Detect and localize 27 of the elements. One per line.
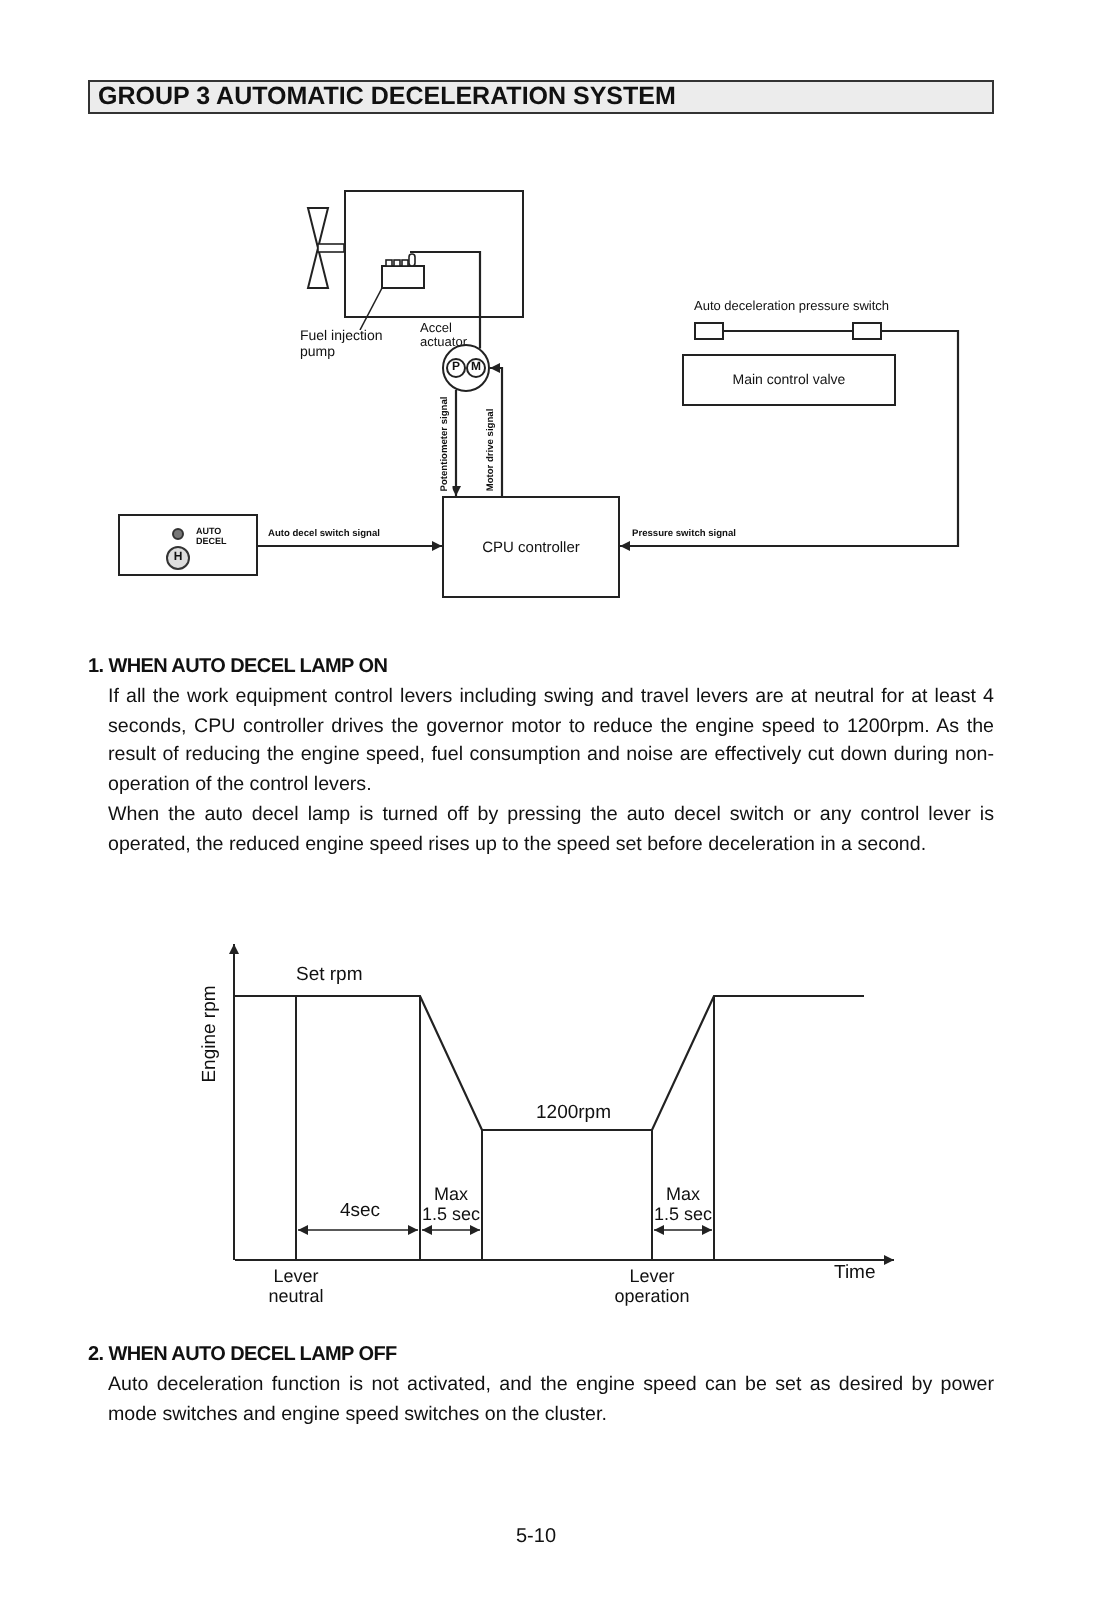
engine-outline <box>344 190 524 318</box>
connector-line <box>724 329 852 333</box>
pressure-switch <box>694 322 724 340</box>
section-heading: 2. WHEN AUTO DECEL LAMP OFF <box>88 1344 397 1366</box>
leader-line <box>359 287 383 331</box>
axis-label: Time <box>834 1262 876 1284</box>
pressure-switch <box>852 322 882 340</box>
section-title: GROUP 3 AUTOMATIC DECELERATION SYSTEM <box>88 80 994 114</box>
axis-label: Engine rpm <box>199 985 221 1083</box>
signal-arrow <box>490 363 504 496</box>
level-label: 1200rpm <box>536 1102 611 1124</box>
duration-label: Max 1.5 sec <box>652 1184 714 1224</box>
switch-panel <box>118 514 258 576</box>
connector-line <box>408 250 482 349</box>
event-label: Lever neutral <box>266 1266 326 1306</box>
signal-arrow <box>620 329 960 551</box>
duration-label: 4sec <box>337 1200 383 1222</box>
page-number: 5-10 <box>516 1526 557 1548</box>
paragraph: If all the work equipment control levers including swing and travel levers are at neutral for at least 4 seconds, CPU controller drives the governor motor to reduce the engine speed to 1200rpm. As the result of reducing the engine speed, fuel consumption and noise are effectively cut down during non-operation of the control levers. <box>108 684 994 801</box>
paragraph: Auto deceleration function is not activated, and the engine speed can be set as desired by power mode switches and engine speed switches on the cluster. <box>108 1372 994 1430</box>
signal-arrow <box>451 390 461 496</box>
level-label: Set rpm <box>296 964 363 986</box>
section-heading: 1. WHEN AUTO DECEL LAMP ON <box>88 656 388 678</box>
event-label: Lever operation <box>612 1266 692 1306</box>
signal-arrow <box>258 541 442 551</box>
duration-label: Max 1.5 sec <box>420 1184 482 1224</box>
paragraph: When the auto decel lamp is turned off by pressing the auto decel switch or any control lever is operated, the reduced engine speed rises up to the speed set before deceleration in a second. <box>108 802 994 860</box>
